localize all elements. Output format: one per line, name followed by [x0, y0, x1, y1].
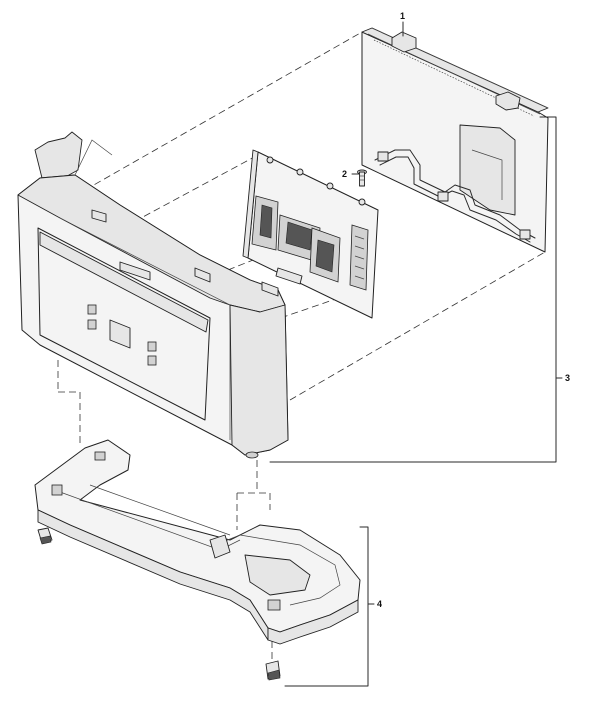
screw-part — [357, 169, 367, 187]
frame-clip-left — [37, 527, 53, 545]
assembly-bracket-4 — [284, 526, 375, 687]
rear-shield-plate — [361, 27, 549, 253]
callout-3: 3 — [565, 373, 570, 383]
frame-clip-bottom — [265, 660, 281, 681]
leader-lines — [351, 21, 404, 175]
front-panel-cover — [17, 131, 289, 459]
control-circuit-board — [242, 149, 379, 319]
callout-4: 4 — [377, 599, 382, 609]
callout-2: 2 — [342, 169, 347, 179]
callout-1: 1 — [400, 11, 405, 21]
assembly-bracket-3 — [269, 116, 563, 463]
bottom-support-frame — [34, 439, 361, 645]
